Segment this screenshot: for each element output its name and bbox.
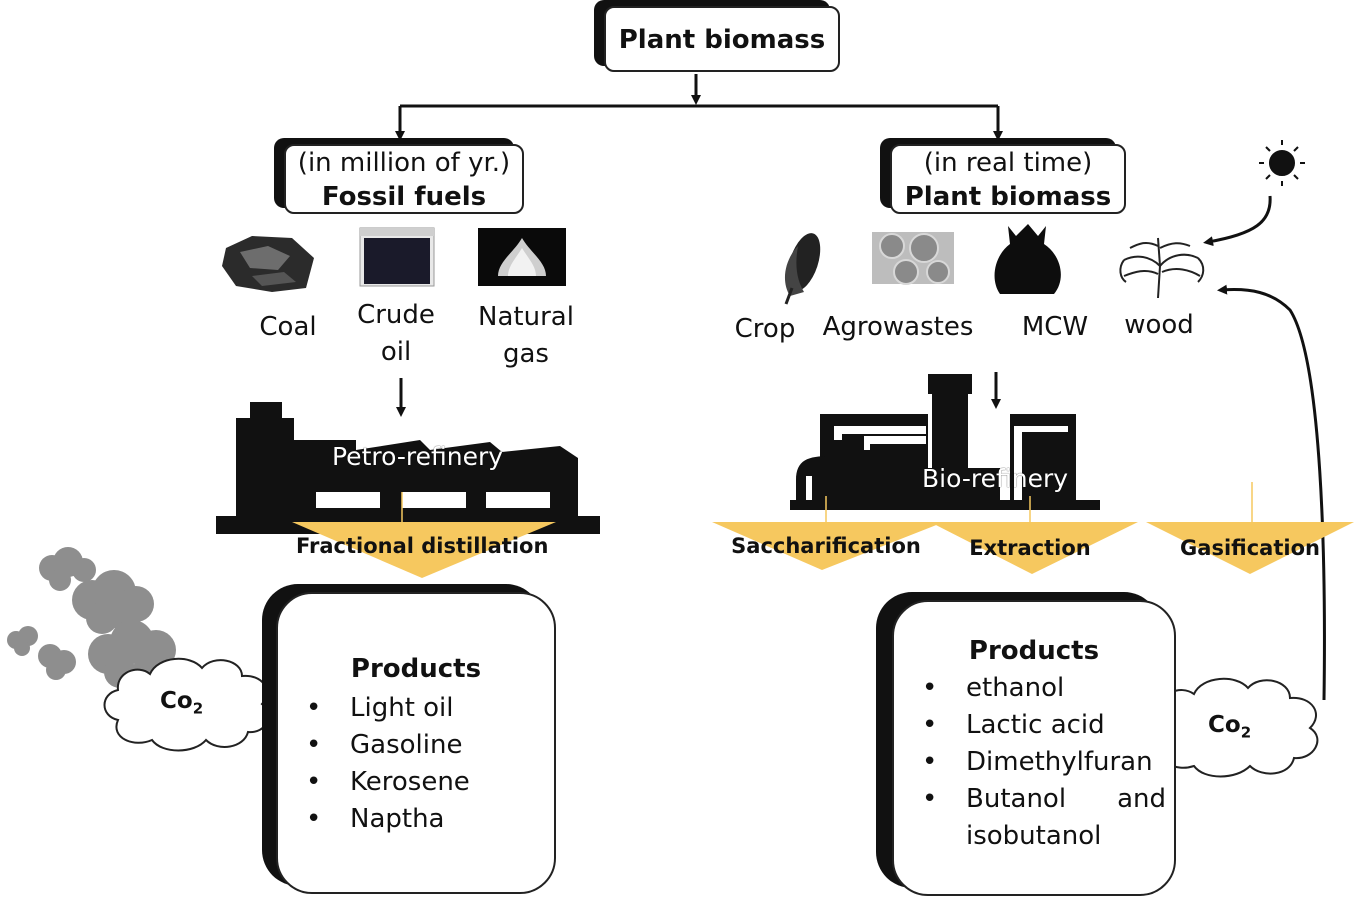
- top-connectors: [395, 74, 1003, 141]
- smoke-clouds: [7, 547, 176, 688]
- co2-cloud-left: [103, 657, 270, 752]
- agrowastes-label: Agrowastes: [822, 312, 974, 342]
- arrow-co2-to-wood: [1217, 284, 1326, 701]
- bio-products-box: Products ethanol Lactic acid Dimethylfur…: [892, 600, 1176, 896]
- bio-process-funnels: [712, 522, 1354, 574]
- gasification-label: Gasification: [1180, 536, 1320, 560]
- list-item: Kerosene: [298, 764, 470, 801]
- natural-gas-label-line1: Natural: [478, 302, 574, 332]
- coal-label: Coal: [259, 312, 317, 342]
- plant-biomass-box: (in real time) Plant biomass: [890, 144, 1126, 214]
- fossil-title: Fossil fuels: [321, 182, 487, 212]
- mcw-label: MCW: [1021, 312, 1089, 342]
- biomass-title: Plant biomass: [904, 182, 1112, 212]
- fossil-products-box: Products Light oil Gasoline Kerosene Nap…: [276, 592, 556, 894]
- tree-icon: [1119, 237, 1205, 299]
- hay-bales-icon: [872, 232, 954, 285]
- crop-label: Crop: [734, 314, 796, 344]
- fractional-distillation-label: Fractional distillation: [296, 534, 549, 558]
- plant-biomass-top-box: Plant biomass: [604, 6, 840, 72]
- list-item: Dimethylfuran: [914, 744, 1166, 781]
- fossil-products-list: Light oil Gasoline Kerosene Naptha: [298, 690, 470, 838]
- bio-products-title: Products: [968, 636, 1100, 666]
- fractional-distillation-funnel: [292, 522, 556, 578]
- saccharification-label: Saccharification: [731, 534, 921, 558]
- bio-products-list: ethanol Lactic acid Dimethylfuran Butano…: [914, 670, 1166, 855]
- petro-refinery-label: Petro-refinery: [332, 442, 504, 471]
- garbage-bag-icon: [994, 224, 1061, 294]
- bio-refinery-silhouette: [790, 374, 1100, 510]
- co2-label-left: Co2: [160, 688, 204, 718]
- fossil-period: (in million of yr.): [297, 148, 511, 178]
- list-item: Gasoline: [298, 727, 470, 764]
- biomass-period: (in real time): [923, 148, 1093, 178]
- list-item: Butanol and isobutanol: [914, 781, 1166, 855]
- list-item: Naptha: [298, 801, 470, 838]
- list-item: ethanol: [914, 670, 1166, 707]
- list-item: Light oil: [298, 690, 470, 727]
- natural-gas-icon: [478, 228, 566, 286]
- coal-icon: [222, 236, 314, 292]
- extraction-label: Extraction: [969, 536, 1091, 560]
- co2-label-right: Co2: [1208, 712, 1252, 742]
- crude-label-line2: oil: [380, 337, 412, 367]
- funnel-guides: [401, 482, 1253, 530]
- natural-gas-label-line2: gas: [503, 339, 549, 369]
- corn-icon: [784, 233, 821, 305]
- wood-label: wood: [1124, 310, 1194, 340]
- fossil-products-title: Products: [350, 654, 482, 684]
- list-item: Lactic acid: [914, 707, 1166, 744]
- crude-oil-icon: [359, 227, 435, 287]
- top-title: Plant biomass: [618, 25, 826, 55]
- sun-icon: [1259, 140, 1305, 186]
- crude-label-line1: Crude: [357, 300, 435, 330]
- arrow-sun-to-wood: [1203, 195, 1272, 247]
- fossil-fuels-box: (in million of yr.) Fossil fuels: [284, 144, 524, 214]
- bio-refinery-label: Bio-refinery: [922, 464, 1069, 493]
